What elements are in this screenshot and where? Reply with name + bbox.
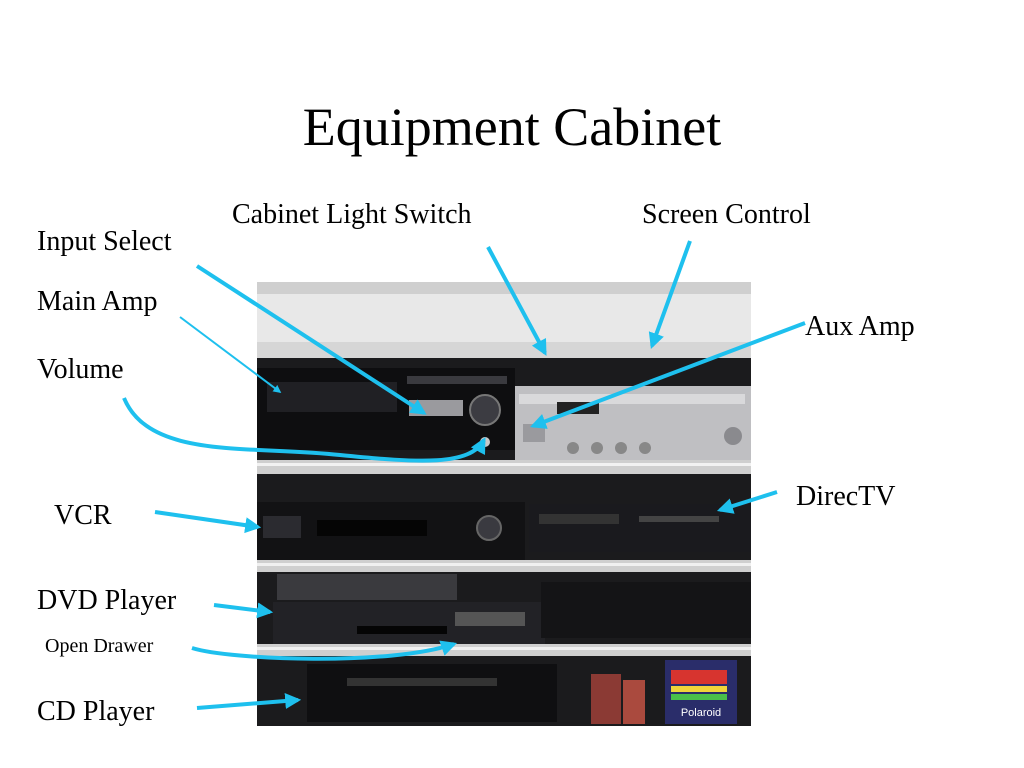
- label-screen-control: Screen Control: [642, 199, 811, 230]
- cabinet-photo: Polaroid: [257, 282, 751, 726]
- label-main-amp: Main Amp: [37, 286, 158, 317]
- tape-brand-text: Polaroid: [681, 707, 721, 719]
- directv-unit: [529, 504, 751, 552]
- label-open-drawer: Open Drawer: [45, 635, 154, 657]
- cd-player-unit: [307, 664, 557, 722]
- label-vcr: VCR: [54, 500, 112, 531]
- label-cabinet-light-switch: Cabinet Light Switch: [232, 199, 472, 230]
- label-aux-amp: Aux Amp: [805, 311, 915, 342]
- black-box-unit: [541, 582, 751, 638]
- volume-knob: [469, 394, 501, 426]
- label-cd-player: CD Player: [37, 696, 155, 727]
- label-volume: Volume: [37, 354, 124, 385]
- shelf-1: [257, 460, 751, 474]
- arrow-vcr: [154, 510, 262, 534]
- label-input-select: Input Select: [37, 226, 172, 257]
- label-dvd-player: DVD Player: [37, 585, 177, 616]
- label-directv: DirecTV: [796, 481, 896, 512]
- page-title: Equipment Cabinet: [302, 97, 722, 157]
